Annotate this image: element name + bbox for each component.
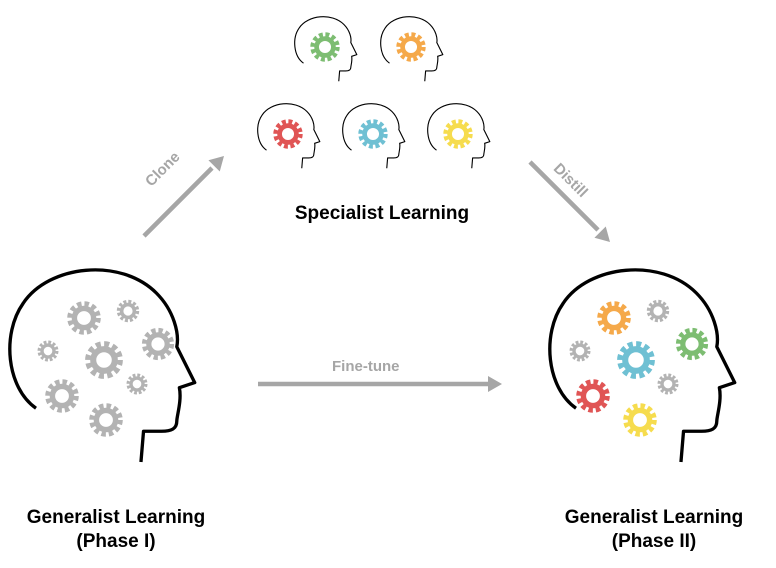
gear-green-icon (314, 36, 336, 58)
gear-orange-icon (601, 305, 626, 330)
generalist-phase-2-subtitle: (Phase II) (611, 531, 697, 552)
gear-gray-icon (660, 376, 676, 392)
gear-gray-icon (146, 332, 170, 356)
gear-gray-icon (129, 376, 145, 392)
gear-gray-icon (120, 303, 137, 320)
generalist-phase-1-title: Generalist Learning (26, 507, 206, 528)
gear-green-icon (680, 332, 704, 356)
finetune-label: Fine-tune (332, 358, 400, 375)
gear-gray-icon (49, 383, 74, 408)
generalist-phase-2-title: Generalist Learning (564, 507, 744, 528)
gear-yellow-icon (447, 123, 469, 145)
gear-orange-icon (400, 36, 422, 58)
gear-gray-icon (93, 407, 118, 432)
gear-orange-icon (400, 36, 422, 58)
gear-gray-icon (650, 303, 667, 320)
gear-yellow-icon (447, 123, 469, 145)
gear-gray-icon (40, 343, 56, 359)
generalist-phase-1-caption: Generalist Learning (Phase I) (0, 506, 232, 554)
gear-red-icon (277, 123, 299, 145)
gear-gray-icon (572, 343, 588, 359)
specialist-learning-title: Specialist Learning (294, 203, 470, 224)
gear-blue-icon (362, 123, 384, 145)
gear-green-icon (314, 36, 336, 58)
finetune-arrow (258, 376, 502, 392)
gear-gray-icon (71, 305, 96, 330)
clone-arrow (142, 150, 230, 238)
gear-blue-icon (622, 346, 650, 374)
distill-arrow (528, 160, 616, 248)
gear-red-icon (277, 123, 299, 145)
gear-gray-icon (90, 346, 118, 374)
gear-yellow-icon (627, 407, 652, 432)
generalist-phase-1-subtitle: (Phase I) (76, 531, 156, 552)
generalist-phase-2-caption: Generalist Learning (Phase II) (536, 506, 772, 554)
gear-blue-icon (362, 123, 384, 145)
gear-red-icon (580, 383, 605, 408)
